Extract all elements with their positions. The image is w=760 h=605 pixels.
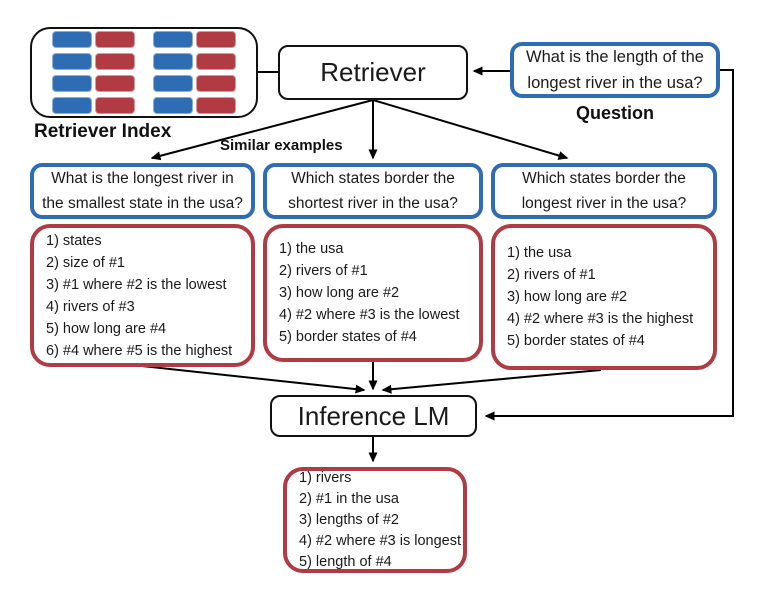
example-question-line: What is the longest river in: [51, 170, 234, 187]
similar-examples-label: Similar examples: [220, 137, 343, 154]
decomposition-step: 4) #2 where #3 is the highest: [507, 311, 694, 327]
example-question-box-3: Which states border the longest river in…: [491, 163, 717, 219]
output-step: 4) #2 where #3 is longest: [299, 532, 462, 549]
embedding-pill-red: [95, 53, 135, 70]
example-question-box-2: Which states border the shortest river i…: [263, 163, 483, 219]
decomposition-step: 5) border states of #4: [279, 329, 417, 345]
output-step: 3) lengths of #2: [299, 511, 399, 528]
output-step: 5) length of #4: [299, 553, 392, 570]
retriever-label: Retriever: [320, 57, 426, 87]
embedding-pill-group: [153, 31, 236, 114]
decomposition-box-3: 1) the usa 2) rivers of #1 3) how long a…: [491, 224, 717, 370]
embedding-pill-group: [52, 31, 135, 114]
question-box: What is the length of the longest river …: [510, 42, 720, 98]
decomposition-step: 4) #2 where #3 is the lowest: [279, 307, 460, 323]
decomposition-step: 4) rivers of #3: [46, 298, 135, 315]
inference-lm-label: Inference LM: [297, 400, 450, 431]
question-label: Question: [575, 103, 654, 123]
embedding-pill-blue: [52, 31, 92, 48]
decomposition-step: 1) the usa: [279, 241, 344, 257]
embedding-pill-blue: [153, 53, 193, 70]
embedding-pill-red: [196, 97, 236, 114]
decomposition-step: 3) how long are #2: [507, 289, 628, 305]
example-question-line: Which states border the: [522, 170, 686, 187]
decomposition-box-1: 1) states 2) size of #1 3) #1 where #2 i…: [30, 224, 255, 367]
example-question-line: Which states border the: [291, 170, 455, 187]
inference-lm-box: Inference LM: [270, 395, 477, 437]
example-question-line: longest river in the usa?: [521, 195, 687, 212]
decomposition-step: 5) how long are #4: [46, 320, 167, 337]
decomposition-step: 2) rivers of #1: [507, 267, 596, 283]
embedding-pill-red: [95, 75, 135, 92]
output-step: 1) rivers: [299, 469, 352, 486]
retriever-box: Retriever: [278, 45, 468, 100]
output-step: 2) #1 in the usa: [299, 490, 399, 507]
embedding-pill-red: [196, 53, 236, 70]
retriever-index-box: [30, 27, 258, 118]
embedding-pill-red: [196, 31, 236, 48]
decomposition-step: 5) border states of #4: [507, 333, 645, 349]
embedding-pill-blue: [153, 31, 193, 48]
decomposition-box-2: 1) the usa 2) rivers of #1 3) how long a…: [263, 224, 483, 362]
question-line: longest river in the usa?: [527, 74, 703, 92]
embedding-pill-blue: [52, 75, 92, 92]
decomposition-step: 3) #1 where #2 is the lowest: [46, 276, 227, 293]
example-question-box-1: What is the longest river in the smalles…: [30, 163, 255, 219]
output-decomposition-box: 1) rivers 2) #1 in the usa 3) lengths of…: [283, 467, 467, 573]
embedding-pill-red: [95, 97, 135, 114]
embedding-pill-blue: [153, 75, 193, 92]
embedding-pill-blue: [153, 97, 193, 114]
decomposition-step: 1) the usa: [507, 245, 572, 261]
decomposition-step: 2) size of #1: [46, 254, 125, 271]
decomposition-step: 1) states: [46, 232, 102, 249]
embedding-pill-blue: [52, 53, 92, 70]
decomposition-step: 6) #4 where #5 is the highest: [46, 342, 233, 359]
decomposition-step: 3) how long are #2: [279, 285, 400, 301]
retriever-index-label: Retriever Index: [34, 121, 172, 142]
decomposition-step: 2) rivers of #1: [279, 263, 368, 279]
question-line: What is the length of the: [526, 48, 704, 66]
embedding-pill-blue: [52, 97, 92, 114]
embedding-pill-red: [196, 75, 236, 92]
embedding-pill-red: [95, 31, 135, 48]
example-question-line: the smallest state in the usa?: [42, 195, 243, 212]
example-question-line: shortest river in the usa?: [288, 195, 458, 212]
